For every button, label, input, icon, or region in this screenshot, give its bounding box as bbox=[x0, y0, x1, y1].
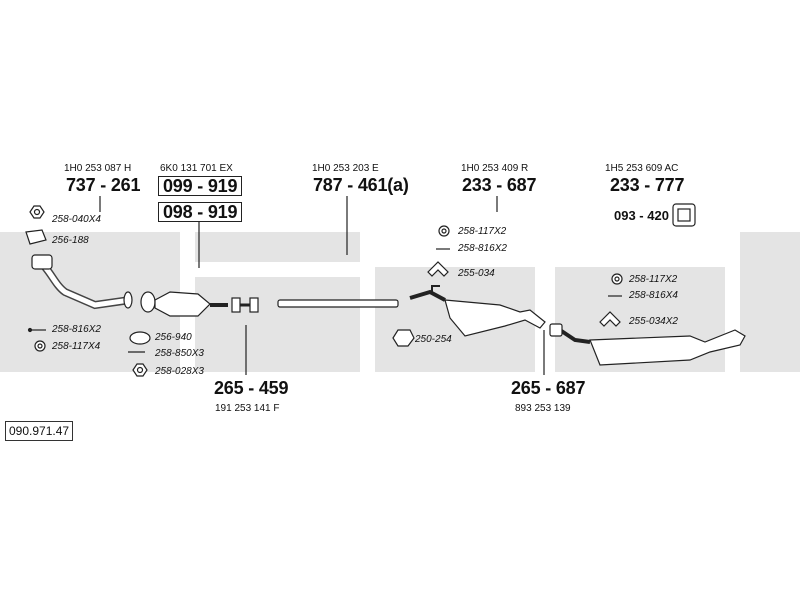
fitting-label: 258-117X2 bbox=[629, 274, 678, 285]
oem-number: 1H0 253 409 R bbox=[461, 163, 529, 174]
pipe-flange bbox=[31, 254, 53, 270]
fitting-label: 256-940 bbox=[155, 332, 192, 343]
hanger-icon bbox=[599, 311, 621, 327]
hanger-icon bbox=[427, 261, 449, 277]
fitting-label: 256-188 bbox=[52, 235, 89, 246]
pipe-end bbox=[123, 291, 133, 309]
part-number[interactable]: 737 - 261 bbox=[66, 175, 141, 195]
clamp-icon bbox=[392, 329, 415, 347]
part-number[interactable]: 265 - 459 bbox=[214, 378, 289, 398]
band-segment bbox=[740, 232, 800, 372]
fitting-label: 258-850X3 bbox=[155, 348, 204, 359]
middle-silencer bbox=[444, 299, 546, 337]
fitting-label: 258-117X4 bbox=[52, 341, 101, 352]
fitting-label: 255-034 bbox=[458, 268, 495, 279]
fitting-label: 255-034X2 bbox=[629, 316, 678, 327]
clamp-right bbox=[249, 297, 259, 313]
part-number-boxed[interactable]: 099 - 919 bbox=[158, 176, 243, 196]
oem-number: 191 253 141 F bbox=[215, 403, 280, 414]
clamp-left bbox=[231, 297, 241, 313]
part-number[interactable]: 265 - 687 bbox=[511, 378, 586, 398]
part-number[interactable]: 233 - 777 bbox=[610, 175, 685, 195]
rear-clamp bbox=[549, 323, 563, 337]
oem-number: 893 253 139 bbox=[515, 403, 571, 414]
part-number-boxed[interactable]: 098 - 919 bbox=[158, 202, 243, 222]
band-segment bbox=[195, 277, 360, 372]
fitting-label: 258-816X2 bbox=[52, 324, 101, 335]
gasket-icon bbox=[25, 229, 47, 245]
rear-silencer bbox=[589, 329, 746, 366]
fitting-label: 258-040X4 bbox=[52, 214, 101, 225]
middle-pipe bbox=[277, 299, 399, 308]
oem-number: 1H0 253 203 E bbox=[312, 163, 379, 174]
fitting-label: 258-117X2 bbox=[458, 226, 507, 237]
band-segment bbox=[195, 232, 360, 262]
fitting-label: 258-028X3 bbox=[155, 366, 204, 377]
oem-number: 1H5 253 609 AC bbox=[605, 163, 679, 174]
part-number[interactable]: 233 - 687 bbox=[462, 175, 537, 195]
gasket-icon bbox=[129, 331, 151, 345]
rear-inlet-pipe bbox=[558, 328, 591, 344]
fitting-label: 258-816X2 bbox=[458, 243, 507, 254]
mid-inlet-pipe bbox=[409, 289, 446, 302]
part-number-small[interactable]: 093 - 420 bbox=[614, 208, 669, 223]
part-number[interactable]: 787 - 461(a) bbox=[313, 175, 409, 195]
reference-number: 090.971.47 bbox=[5, 421, 74, 441]
fitting-label: 258-816X4 bbox=[629, 290, 678, 301]
oem-number: 6K0 131 701 EX bbox=[160, 163, 233, 174]
fitting-label: 250-254 bbox=[415, 334, 452, 345]
oem-number: 1H0 253 087 H bbox=[64, 163, 132, 174]
cat-inlet-flange bbox=[140, 291, 156, 313]
catalytic-converter bbox=[154, 291, 211, 317]
